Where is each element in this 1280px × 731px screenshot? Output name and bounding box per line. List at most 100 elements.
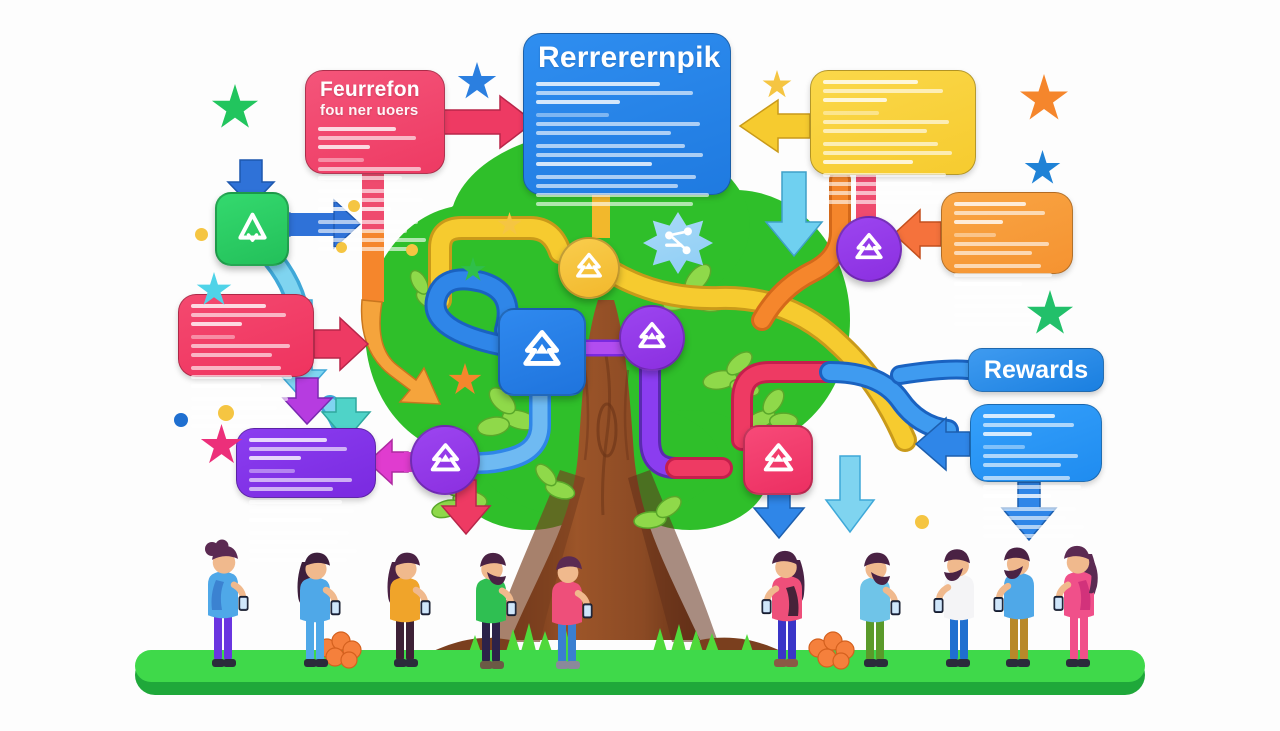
card-body-text	[971, 414, 1101, 547]
card-referral-program-main[interactable]: Rerrerernpik	[523, 33, 731, 206]
pill-rewards[interactable]: Rewards	[968, 348, 1104, 392]
card-top-right-yellow[interactable]	[810, 70, 976, 204]
leg	[788, 614, 796, 661]
badge-tree-purple-left[interactable]	[410, 425, 480, 495]
shoe	[946, 659, 959, 667]
arrow-cyan-down-mid	[320, 397, 372, 442]
torso	[552, 580, 582, 626]
arrow-pink-into-card-left	[313, 316, 370, 372]
shoe	[212, 659, 225, 667]
tree-icon	[430, 442, 460, 471]
card-body-text	[811, 80, 975, 213]
card-right-orange[interactable]	[941, 192, 1073, 326]
leg	[316, 615, 324, 661]
shoe	[491, 661, 504, 669]
dot-yellow-2	[348, 200, 360, 212]
person-6	[758, 546, 814, 668]
flower-cluster-right	[808, 631, 855, 670]
badge-recycle-green[interactable]	[215, 192, 289, 266]
leg	[876, 615, 884, 661]
dot-yellow-6	[915, 515, 929, 529]
hair	[944, 549, 970, 564]
card-body-text	[942, 202, 1072, 335]
card-title: Rerrerernpik	[538, 41, 721, 74]
person-6-figure	[761, 550, 805, 667]
shoe	[1006, 659, 1019, 667]
arrow-orange-left	[892, 208, 942, 260]
card-title: Feurrefon	[320, 78, 420, 101]
shoe	[785, 659, 798, 667]
leg	[1020, 612, 1028, 661]
leg	[866, 615, 874, 661]
tree-icon	[576, 252, 602, 278]
hair	[864, 552, 890, 567]
leg	[568, 618, 576, 663]
badge-share-light-blue[interactable]	[643, 212, 713, 274]
hair	[556, 556, 582, 571]
shoe	[957, 659, 970, 667]
leg	[1080, 611, 1088, 661]
torso	[944, 574, 974, 621]
badge-tree-pink[interactable]	[743, 425, 813, 495]
leg	[1070, 611, 1078, 661]
shoe	[1066, 659, 1079, 667]
pill-label: Rewards	[983, 355, 1089, 384]
hair	[304, 552, 330, 567]
person-2	[288, 548, 344, 668]
torso	[860, 577, 890, 623]
badge-tree-purple-right[interactable]	[836, 216, 902, 282]
arrow-yellow-left	[738, 98, 811, 154]
leg	[406, 615, 414, 661]
torso	[390, 577, 420, 623]
hair	[1064, 545, 1090, 560]
person-8	[930, 544, 986, 668]
torso	[1004, 573, 1034, 620]
leg	[960, 613, 968, 661]
dot-blue-1	[174, 413, 188, 427]
shoe	[480, 661, 493, 669]
shoe	[774, 659, 787, 667]
person-4	[464, 548, 520, 670]
card-left-purple[interactable]	[236, 428, 376, 562]
hair	[394, 552, 420, 567]
tree-icon	[638, 321, 666, 349]
leg	[306, 615, 314, 661]
person-9-figure	[993, 547, 1034, 667]
shoe	[1077, 659, 1090, 667]
card-body-text	[524, 82, 730, 215]
person-7-figure	[860, 552, 901, 667]
shoe	[567, 661, 580, 669]
arrow-pink-down-left-badge	[440, 479, 492, 536]
card-left-pink[interactable]	[178, 294, 314, 428]
hair	[1004, 547, 1030, 562]
badge-tree-purple-top[interactable]	[619, 305, 685, 371]
leg	[778, 614, 786, 661]
arrow-blue-left-reward	[914, 416, 971, 472]
badge-tree-gold[interactable]	[558, 237, 620, 299]
arrow-cyan-down-right	[764, 171, 824, 258]
leg	[558, 618, 566, 663]
dot-yellow-1	[195, 228, 208, 241]
badge-tree-blue[interactable]	[498, 308, 586, 396]
person-9	[990, 542, 1046, 668]
shoe	[864, 659, 877, 667]
shoe	[304, 659, 317, 667]
tree-icon	[763, 442, 793, 471]
card-body-text	[237, 438, 375, 571]
leg	[214, 611, 222, 661]
dot-yellow-5	[218, 405, 234, 421]
leg	[1010, 612, 1018, 661]
shoe	[315, 659, 328, 667]
torso	[300, 577, 330, 623]
dot-yellow-4	[336, 242, 347, 253]
person-10-figure	[1053, 545, 1098, 667]
shoe	[394, 659, 407, 667]
card-body-text	[179, 304, 313, 437]
leg	[224, 611, 232, 661]
person-5-figure	[552, 556, 593, 669]
person-7	[848, 548, 904, 668]
hair	[480, 552, 506, 567]
card-right-blue-details[interactable]	[970, 404, 1102, 538]
person-2-figure	[297, 552, 341, 667]
